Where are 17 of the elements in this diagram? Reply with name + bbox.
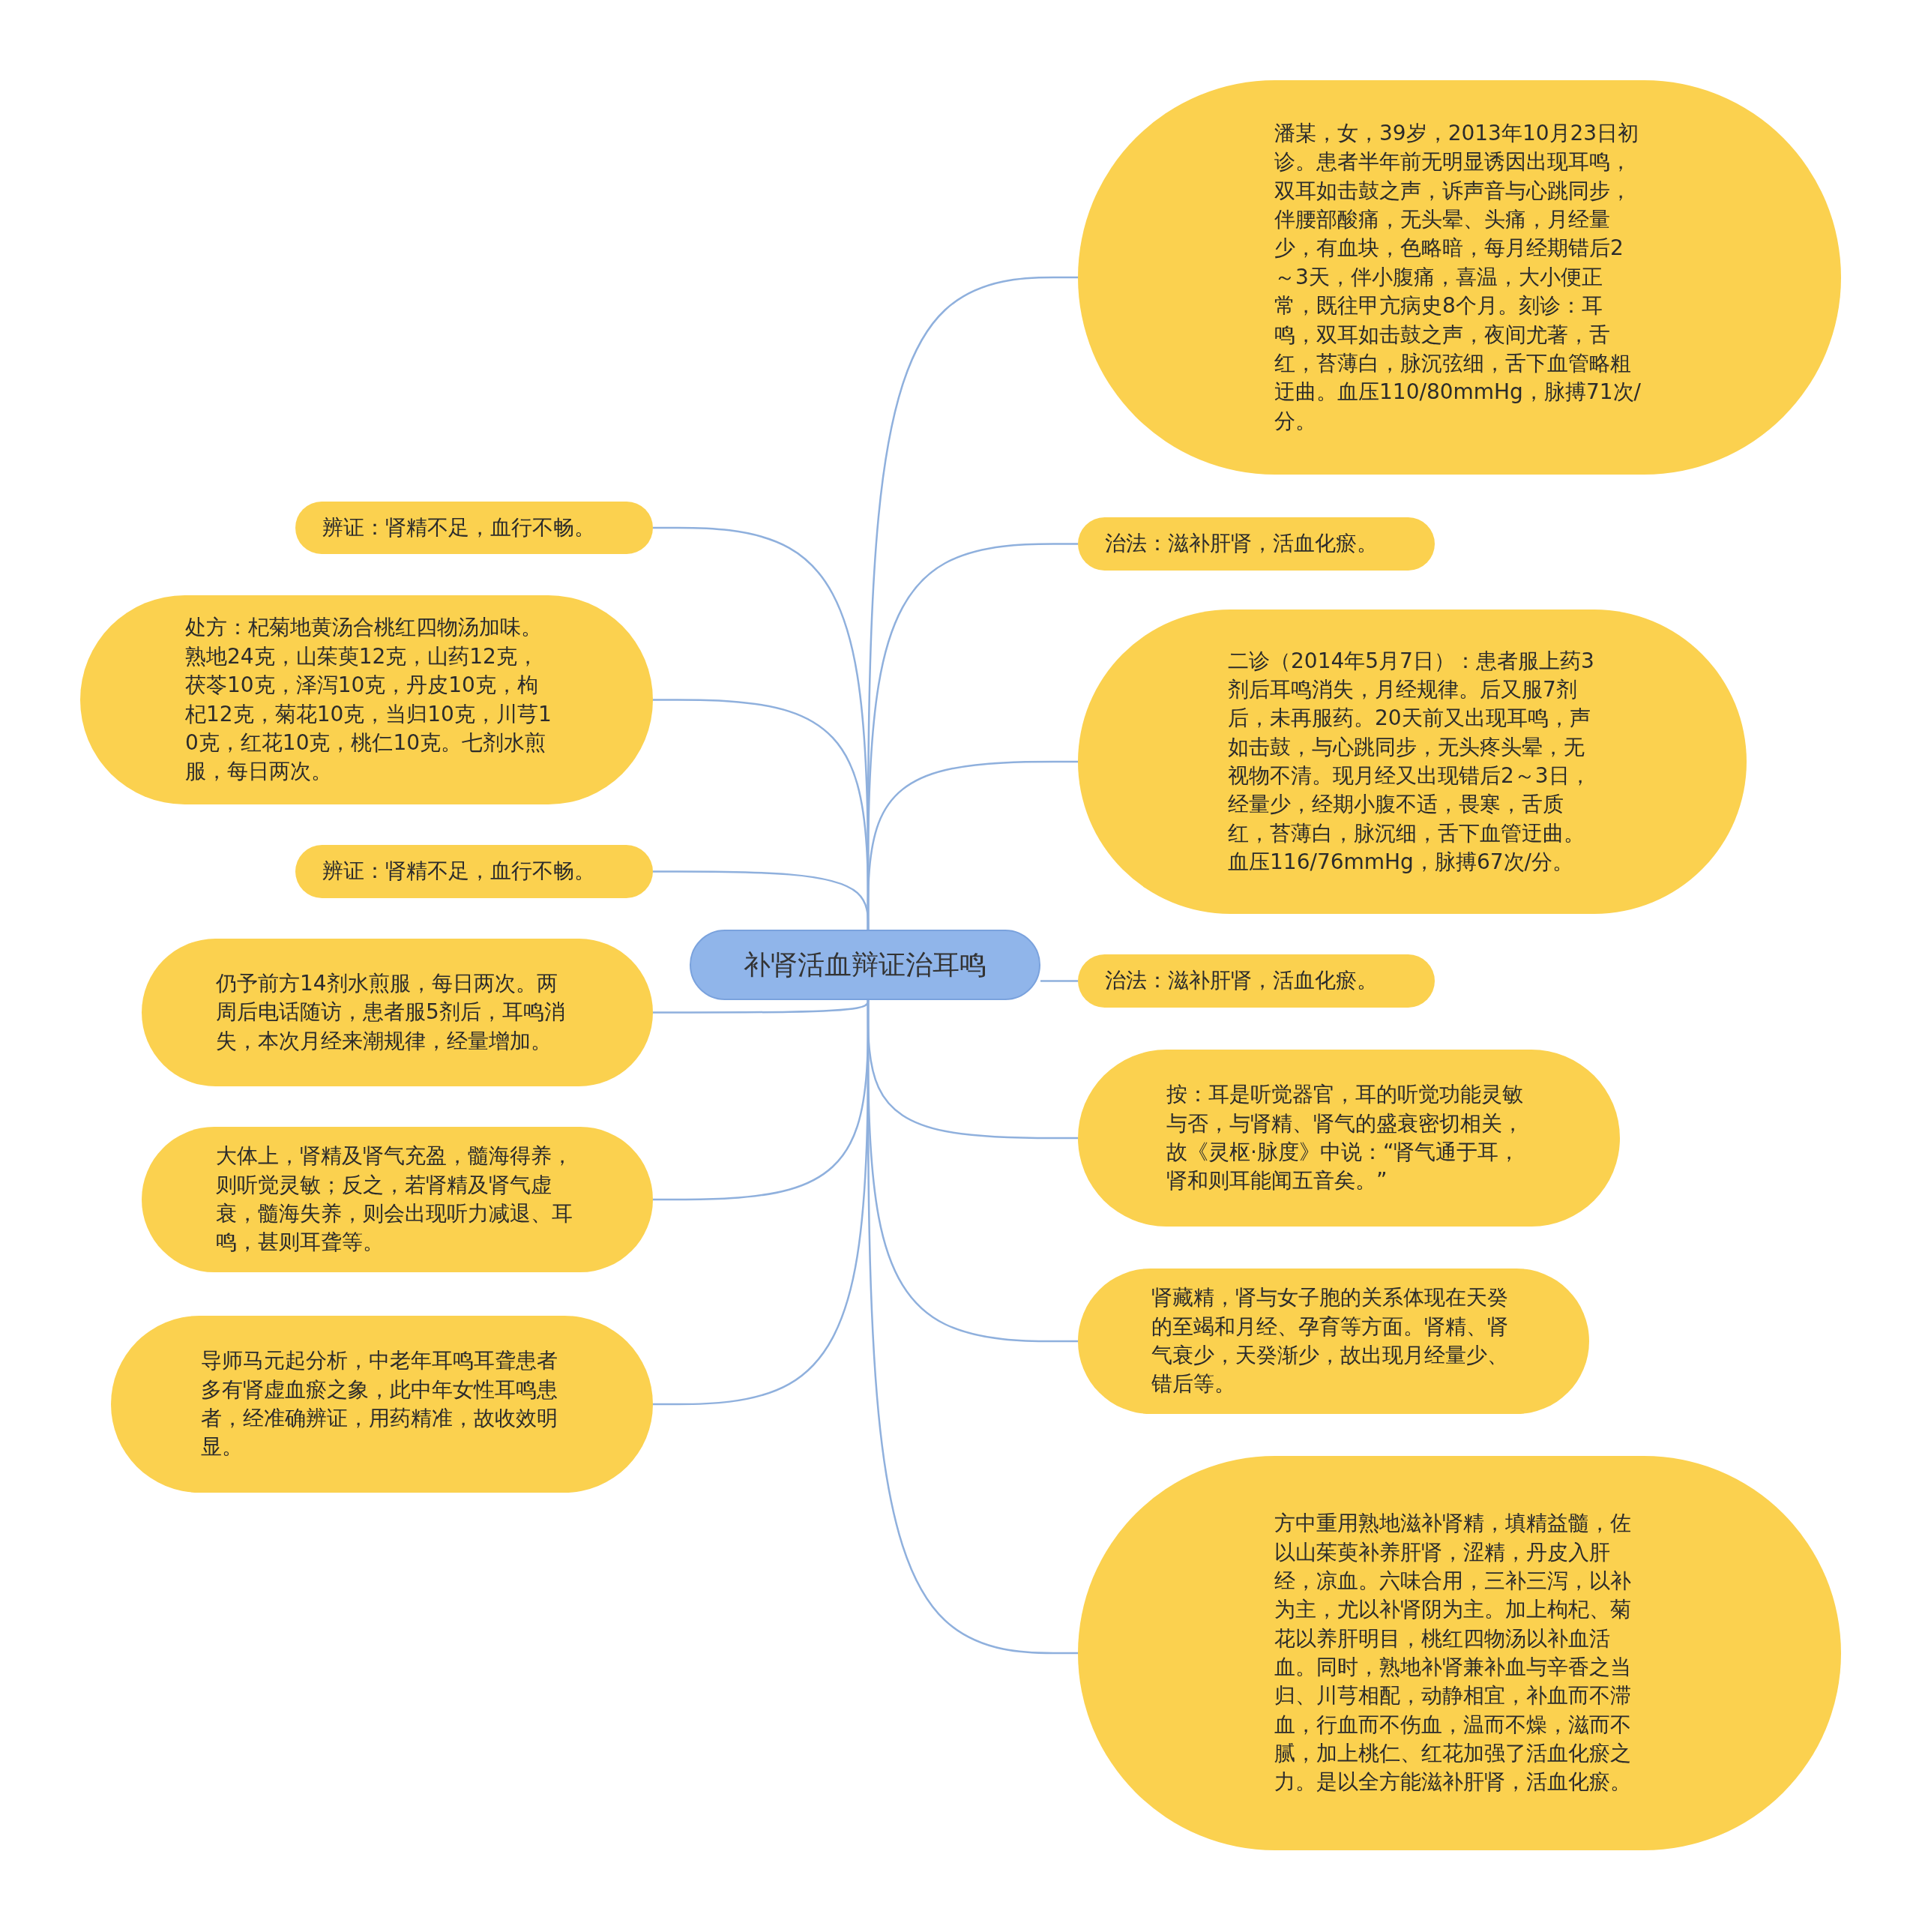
topic-text: 大体上，肾精及肾气充盈，髓海得养，则听觉灵敏；反之，若肾精及肾气虚衰，髓海失养，则会出现听力减退、耳鸣，甚则耳聋等。	[216, 1143, 573, 1257]
topic-text: 补肾活血辩证治耳鸣	[744, 948, 986, 982]
connector-line	[653, 870, 870, 930]
topic-text: 潘某，女，39岁，2013年10月23日初诊。患者半年前无明显诱因出现耳鸣，双耳如击鼓之声，诉声音与心跳同步，伴腰部酸痛，无头晕、头痛，月经量少，有血块，色略暗，每月经期错后2～3天，伴小腹痛，喜温，大小便正常，既往甲亢病史8个月。刻诊：耳鸣，双耳如击鼓之声，夜间尤著，舌红，苔薄白，脉沉弦细，舌下血管略粗迂曲。血压110/80mmHg，脉搏71次/分。	[1274, 120, 1642, 435]
topic-text: 仍予前方14剂水煎服，每日两次。两周后电话随访，患者服5剂后，耳鸣消失，本次月经来潮规律，经量增加。	[216, 969, 566, 1055]
topic-text: 方中重用熟地滋补肾精，填精益髓，佐以山茱萸补养肝肾，涩精，丹皮入肝经，凉血。六味合用，三补三泻，以补为主，尤以补肾阴为主。加上枸杞、菊花以养肝明目，桃红四物汤以补血活血。同时，熟地补肾兼补血与辛香之当归、川芎相配，动静相宜，补血而不滞血，行血而不伤血，温而不燥，滋而不腻，加上桃仁、红花加强了活血化瘀之力。是以全方能滋补肝肾，活血化瘀。	[1274, 1510, 1632, 1796]
topic-text: 二诊（2014年5月7日）：患者服上药3剂后耳鸣消失，月经规律。后又服7剂后，未再服药。20天前又出现耳鸣，声如击鼓，与心跳同步，无头疼头晕，无视物不清。现月经又出现错后2～3日，经量少，经期小腹不适，畏寒，舌质红，苔薄白，脉沉细，舌下血管迂曲。血压116/76mmHg，脉搏67次/分。	[1228, 647, 1595, 876]
topic-text: 治法：滋补肝肾，活血化瘀。	[1105, 967, 1379, 995]
connector-line	[1040, 980, 1078, 982]
topic-text: 按：耳是听觉器官，耳的听觉功能灵敏与否，与肾精、肾气的盛衰密切相关，故《灵枢·脉度》中说：“肾气通于耳，肾和则耳能闻五音矣。”	[1166, 1081, 1524, 1195]
topic-text: 肾藏精，肾与女子胞的关系体现在天癸的至竭和月经、孕育等方面。肾精、肾气衰少，天癸渐少，故出现月经量少、错后等。	[1151, 1284, 1509, 1398]
topic-text: 导师马元起分析，中老年耳鸣耳聋患者多有肾虚血瘀之象，此中年女性耳鸣患者，经准确辨证，用药精准，故收效明显。	[201, 1347, 558, 1461]
topic-text: 辨证：肾精不足，血行不畅。	[322, 858, 596, 885]
connector-line	[653, 1000, 870, 1406]
topic-text: 辨证：肾精不足，血行不畅。	[322, 514, 596, 541]
topic-text: 治法：滋补肝肾，活血化瘀。	[1105, 530, 1379, 558]
topic-text: 处方：杞菊地黄汤合桃红四物汤加味。熟地24克，山茱萸12克，山药12克，茯苓10克，泽泻10克，丹皮10克，枸杞12克，菊花10克，当归10克，川芎10克，红花10克，桃仁10克。七剂水煎服，每日两次。	[185, 614, 552, 786]
